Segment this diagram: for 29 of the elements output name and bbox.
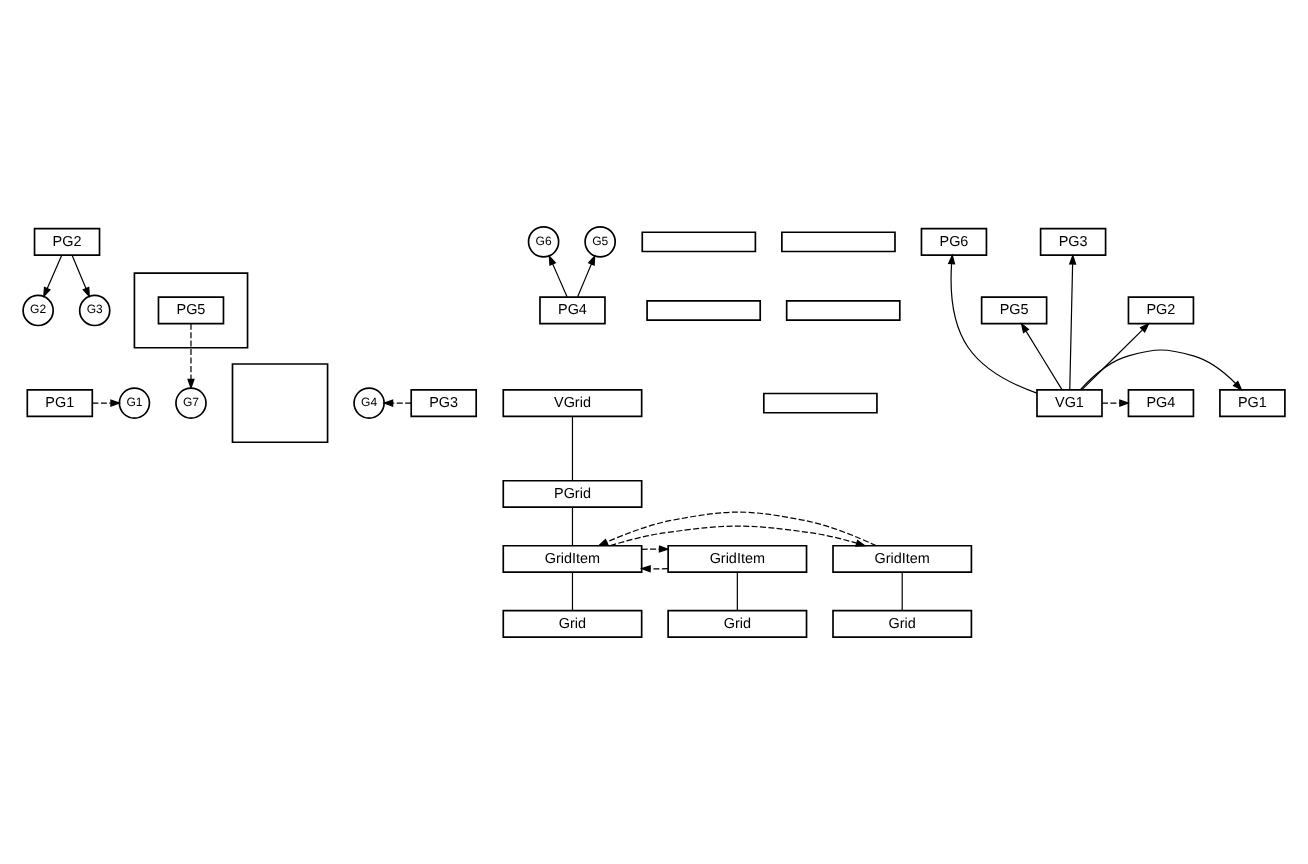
arrow	[1079, 349, 1243, 391]
arrow	[548, 254, 568, 298]
arrow	[947, 253, 1038, 394]
connector	[571, 571, 574, 611]
node-bar	[641, 231, 757, 253]
arrow	[91, 399, 122, 407]
node-bar	[646, 300, 762, 321]
arrow	[187, 323, 195, 390]
cluster	[133, 272, 249, 349]
node-bar	[762, 392, 878, 414]
node-box	[231, 363, 329, 444]
connector	[901, 571, 903, 611]
arrow	[1101, 399, 1131, 407]
node-bar	[785, 300, 901, 321]
arrow	[71, 254, 90, 298]
arrow	[382, 399, 412, 407]
arrow	[609, 525, 867, 547]
arrow	[1068, 253, 1077, 391]
arrow	[1081, 322, 1150, 390]
arrow	[1020, 322, 1063, 390]
arrow	[641, 545, 670, 553]
arrow	[43, 254, 63, 298]
connector	[571, 416, 574, 482]
node-bar	[781, 231, 896, 253]
arrow	[576, 254, 596, 298]
connector	[571, 506, 574, 546]
arrow	[639, 565, 669, 573]
arrow	[597, 511, 877, 547]
connector	[736, 571, 738, 611]
